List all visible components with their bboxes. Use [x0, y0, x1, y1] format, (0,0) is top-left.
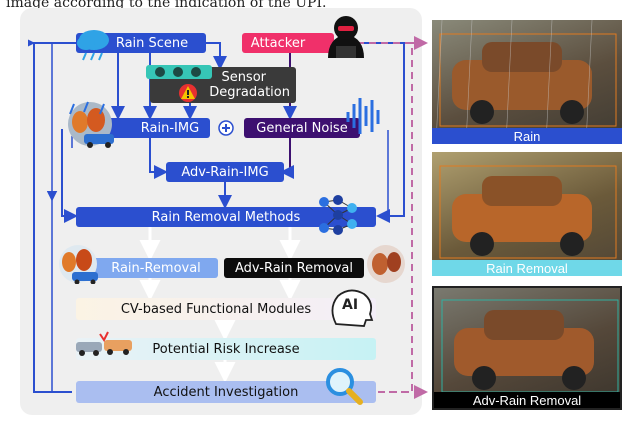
example-photo-rain-removal: Rain Removal: [432, 152, 622, 276]
example-caption-rain-removal: Rain Removal: [432, 260, 622, 276]
rain-cloud-icon: [74, 26, 112, 62]
clear-trees-car-icon: [56, 244, 102, 284]
potential-risk-node: Potential Risk Increase: [76, 338, 376, 360]
attacker-label: Attacker: [250, 35, 306, 51]
ai-head-icon: AI: [326, 288, 376, 328]
general-noise-node: General Noise: [244, 118, 360, 138]
camera-sensor-icon: [146, 63, 216, 83]
rain-scene-label: Rain Scene: [115, 35, 189, 51]
ai-badge-text: AI: [342, 297, 359, 313]
rain-removal-node: Rain-Removal: [80, 258, 218, 278]
rain-img-node: Rain-IMG: [100, 118, 210, 138]
plus-circle-icon: [218, 120, 234, 136]
example-photo-rain: Rain: [432, 20, 622, 144]
example-label-adv-rain-removal: Adv-Rain Removal: [472, 392, 582, 408]
cv-modules-label: CV-based Functional Modules: [120, 301, 312, 317]
adv-rain-removal-node: Adv-Rain Removal: [224, 258, 364, 278]
example-caption-adv-rain-removal: Adv-Rain Removal: [434, 392, 620, 408]
attacker-node: Attacker: [242, 33, 334, 53]
rain-img-label: Rain-IMG: [140, 120, 200, 136]
rainy-trees-car-icon: [66, 100, 122, 150]
rain-removal-methods-node: Rain Removal Methods: [76, 207, 376, 227]
rain-removal-methods-label: Rain Removal Methods: [151, 209, 301, 225]
general-noise-label: General Noise: [256, 120, 348, 136]
sensor-label-line1: Sensor: [221, 70, 266, 85]
neural-network-icon: [316, 192, 360, 238]
hacker-icon: [322, 12, 370, 60]
top-caption: image according to the indication of the…: [6, 0, 327, 10]
adv-rain-img-label: Adv-Rain-IMG: [181, 164, 269, 180]
potential-risk-label: Potential Risk Increase: [152, 341, 300, 357]
noise-wave-icon: [344, 96, 384, 136]
adv-rain-removal-label: Adv-Rain Removal: [235, 260, 353, 276]
accident-investigation-label: Accident Investigation: [153, 384, 299, 400]
sensor-label-line2: Degradation: [209, 85, 290, 100]
accident-investigation-node: Accident Investigation: [76, 381, 376, 403]
warning-icon: [178, 84, 198, 102]
example-label-rain: Rain: [513, 128, 541, 144]
magnifier-icon: [324, 366, 364, 406]
example-photo-adv-rain-removal: Adv-Rain Removal: [432, 286, 622, 410]
rain-removal-label: Rain-Removal: [111, 260, 201, 276]
example-label-rain-removal: Rain Removal: [486, 260, 568, 276]
example-caption-rain: Rain: [432, 128, 622, 144]
adv-rain-img-node: Adv-Rain-IMG: [166, 162, 284, 182]
car-crash-icon: [74, 330, 138, 358]
cv-modules-node: CV-based Functional Modules: [76, 298, 376, 320]
adv-trees-icon: [364, 244, 408, 284]
